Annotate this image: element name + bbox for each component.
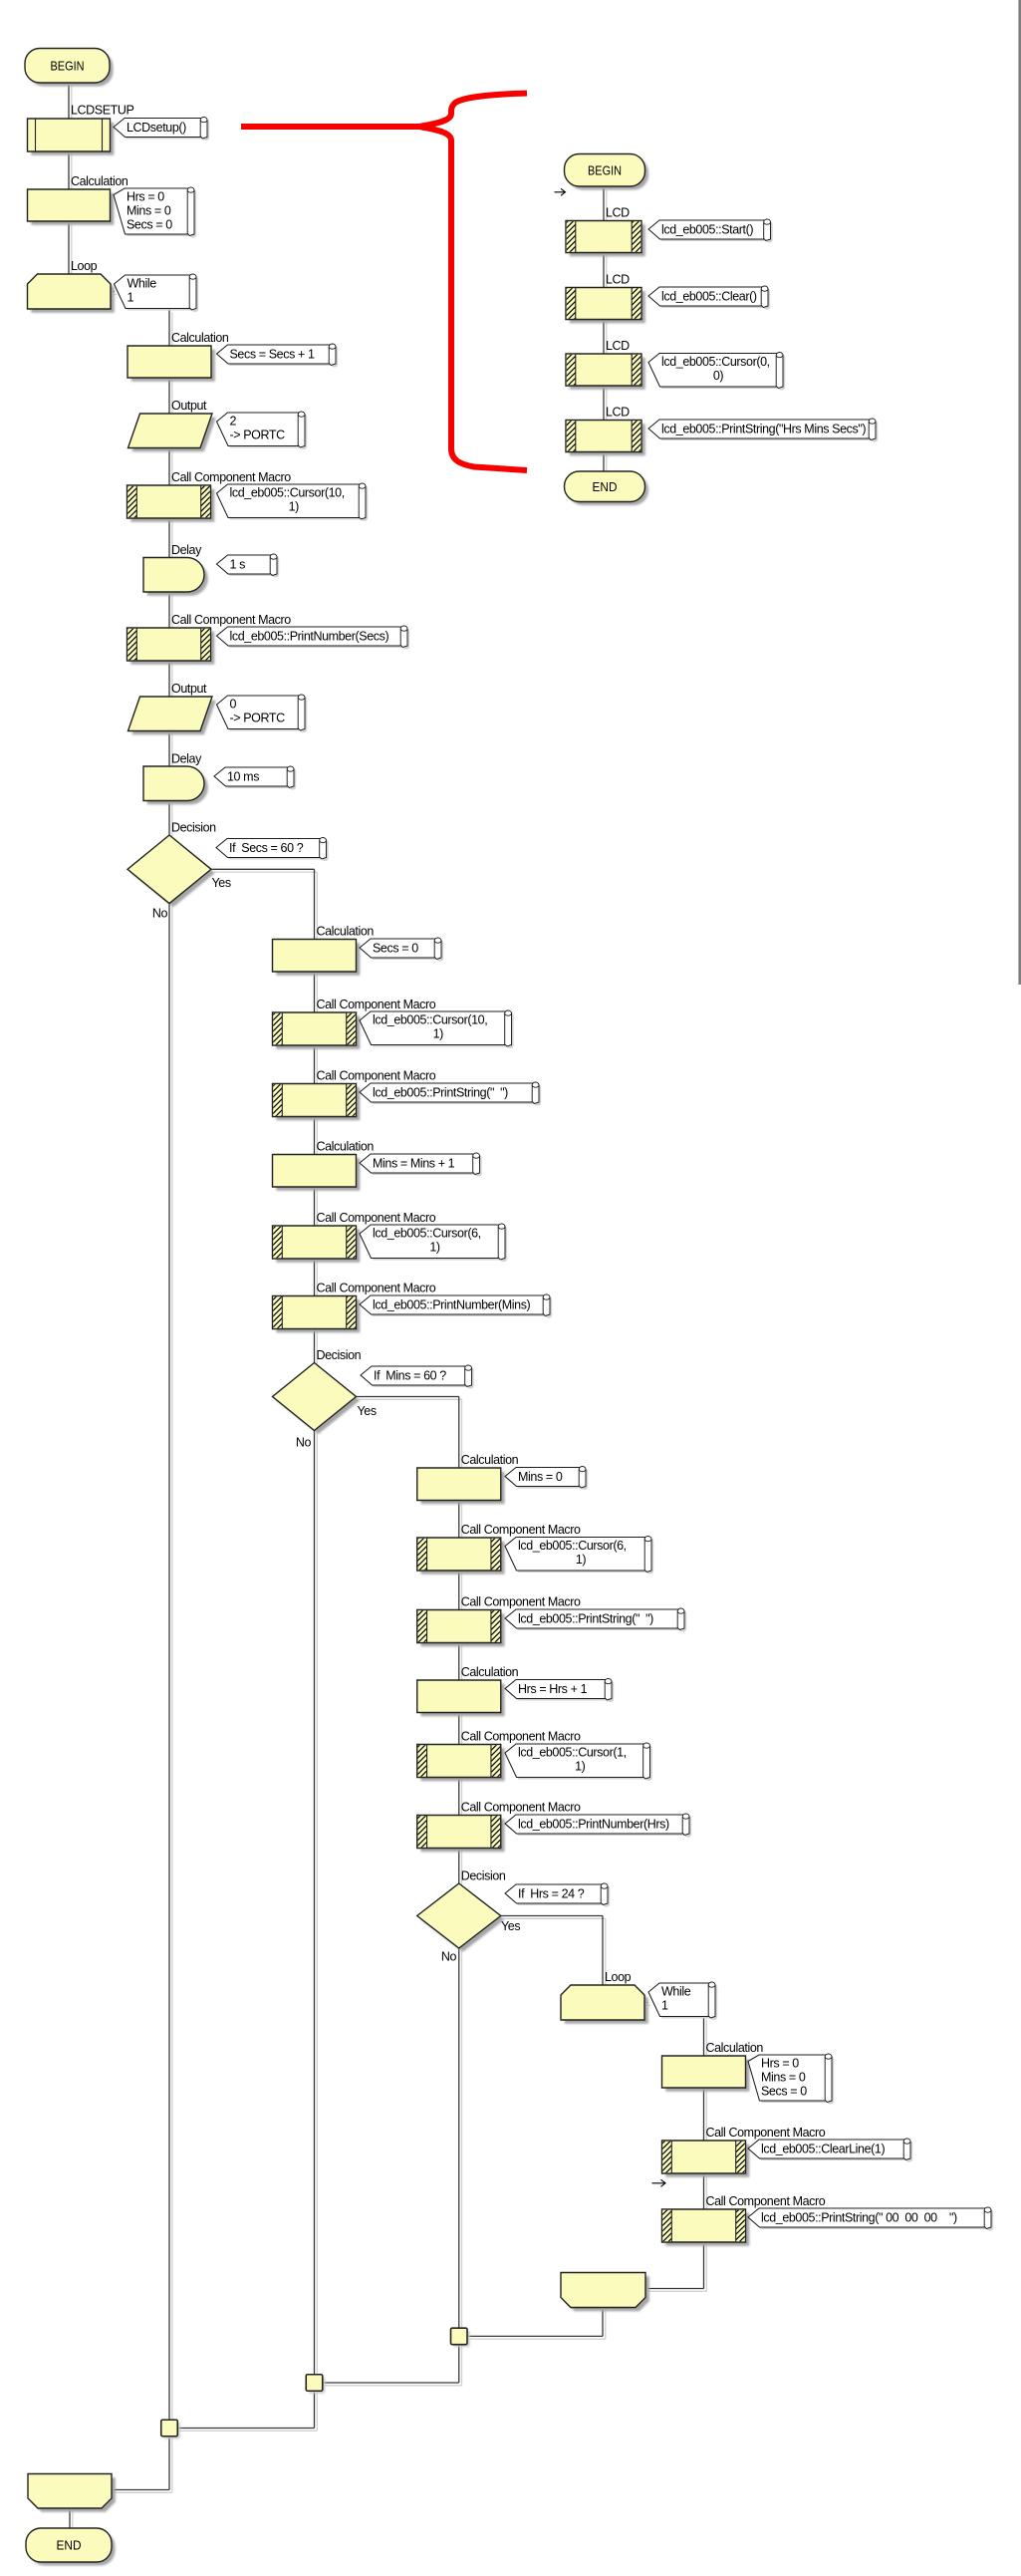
svg-text:Loop: Loop	[71, 259, 98, 273]
svg-text:Mins = 0: Mins = 0	[518, 1470, 563, 1484]
svg-text:lcd_eb005::Cursor(0,: lcd_eb005::Cursor(0,	[661, 355, 770, 369]
svg-text:No: No	[296, 1436, 312, 1450]
svg-text:If Mins = 60 ?: If Mins = 60 ?	[374, 1369, 446, 1383]
svg-text:Call Component Macro: Call Component Macro	[171, 613, 291, 627]
svg-text:Call Component Macro: Call Component Macro	[317, 1069, 436, 1083]
svg-text:If Hrs = 24 ?: If Hrs = 24 ?	[518, 1887, 585, 1901]
svg-text:0): 0)	[713, 369, 724, 383]
svg-text:Call Component Macro: Call Component Macro	[317, 998, 436, 1011]
svg-text:lcd_eb005::PrintString(" "): lcd_eb005::PrintString(" ")	[518, 1612, 653, 1626]
svg-text:Delay: Delay	[171, 543, 202, 557]
svg-text:BEGIN: BEGIN	[51, 58, 85, 73]
svg-text:lcd_eb005::Cursor(10,: lcd_eb005::Cursor(10,	[373, 1013, 487, 1027]
svg-text:lcd_eb005::Clear(): lcd_eb005::Clear()	[661, 290, 757, 304]
svg-text:Secs = 0: Secs = 0	[761, 2085, 807, 2099]
svg-text:Output: Output	[171, 399, 207, 413]
svg-text:0: 0	[230, 698, 237, 712]
svg-text:Decision: Decision	[317, 1348, 362, 1362]
svg-text:lcd_eb005::PrintString(" 00 0: lcd_eb005::PrintString(" 00 00 00 ")	[761, 2211, 957, 2225]
svg-text:lcd_eb005::PrintNumber(Mins): lcd_eb005::PrintNumber(Mins)	[373, 1298, 531, 1312]
svg-text:Decision: Decision	[171, 821, 216, 835]
svg-text:lcd_eb005::ClearLine(1): lcd_eb005::ClearLine(1)	[761, 2143, 885, 2156]
svg-text:Hrs = Hrs + 1: Hrs = Hrs + 1	[518, 1682, 588, 1696]
svg-text:lcd_eb005::PrintString("Hrs Mi: lcd_eb005::PrintString("Hrs Mins Secs")	[661, 423, 866, 436]
svg-text:Calculation: Calculation	[171, 331, 229, 345]
svg-text:Calculation: Calculation	[461, 1453, 519, 1467]
svg-text:Call Component Macro: Call Component Macro	[317, 1211, 436, 1225]
svg-text:lcd_eb005::Start(): lcd_eb005::Start()	[661, 223, 753, 237]
svg-text:LCD: LCD	[606, 206, 630, 220]
svg-text:Call Component Macro: Call Component Macro	[461, 1730, 581, 1744]
svg-text:LCDSETUP: LCDSETUP	[71, 104, 134, 118]
svg-text:No: No	[152, 907, 168, 921]
svg-text:Mins = 0: Mins = 0	[127, 204, 171, 218]
svg-text:lcd_eb005::PrintString(" "): lcd_eb005::PrintString(" ")	[373, 1086, 508, 1100]
svg-text:1 s: 1 s	[230, 558, 246, 572]
svg-text:-> PORTC: -> PORTC	[230, 429, 286, 442]
svg-text:LCDsetup(): LCDsetup()	[127, 121, 186, 135]
svg-text:Call Component Macro: Call Component Macro	[461, 1595, 581, 1609]
svg-text:lcd_eb005::PrintNumber(Hrs): lcd_eb005::PrintNumber(Hrs)	[518, 1818, 669, 1832]
svg-text:1): 1)	[429, 1241, 440, 1255]
svg-text:Delay: Delay	[171, 752, 202, 766]
svg-text:LCD: LCD	[606, 339, 630, 353]
svg-text:Mins = Mins + 1: Mins = Mins + 1	[373, 1157, 455, 1171]
svg-text:While: While	[661, 1985, 691, 1999]
svg-text:2: 2	[230, 415, 237, 429]
svg-text:Calculation: Calculation	[317, 1140, 375, 1154]
svg-text:Calculation: Calculation	[71, 174, 128, 188]
svg-text:LCD: LCD	[606, 406, 630, 420]
svg-text:Call Component Macro: Call Component Macro	[461, 1523, 581, 1537]
svg-text:10 ms: 10 ms	[227, 770, 259, 784]
svg-text:lcd_eb005::Cursor(1,: lcd_eb005::Cursor(1,	[518, 1746, 627, 1760]
svg-text:Mins = 0: Mins = 0	[761, 2071, 806, 2085]
svg-text:1: 1	[661, 1999, 668, 2013]
svg-text:No: No	[441, 1950, 457, 1964]
svg-text:Calculation: Calculation	[461, 1665, 519, 1679]
svg-text:1): 1)	[576, 1553, 587, 1567]
svg-text:Calculation: Calculation	[706, 2041, 764, 2055]
svg-text:Calculation: Calculation	[317, 925, 375, 939]
svg-text:If Secs = 60 ?: If Secs = 60 ?	[229, 841, 304, 855]
svg-text:Hrs = 0: Hrs = 0	[761, 2057, 799, 2071]
svg-text:Hrs = 0: Hrs = 0	[127, 190, 164, 204]
svg-text:Secs = Secs + 1: Secs = Secs + 1	[230, 348, 315, 362]
svg-text:Yes: Yes	[358, 1404, 377, 1418]
svg-text:1): 1)	[289, 500, 300, 514]
svg-text:Yes: Yes	[501, 1919, 520, 1933]
svg-text:While: While	[128, 277, 157, 291]
svg-text:Call Component Macro: Call Component Macro	[706, 2194, 826, 2208]
svg-text:LCD: LCD	[606, 273, 630, 287]
svg-text:Secs = 0: Secs = 0	[373, 942, 418, 956]
svg-text:Call Component Macro: Call Component Macro	[706, 2126, 826, 2140]
svg-text:Decision: Decision	[461, 1869, 506, 1883]
svg-text:Secs = 0: Secs = 0	[127, 218, 172, 232]
svg-text:-> PORTC: -> PORTC	[230, 712, 286, 725]
svg-text:1: 1	[128, 291, 134, 305]
svg-text:1): 1)	[433, 1027, 444, 1041]
svg-text:Output: Output	[171, 682, 207, 696]
svg-text:Loop: Loop	[605, 1970, 632, 1984]
svg-text:Call Component Macro: Call Component Macro	[461, 1801, 581, 1815]
svg-text:lcd_eb005::Cursor(6,: lcd_eb005::Cursor(6,	[373, 1227, 481, 1241]
svg-text:END: END	[57, 2538, 82, 2553]
svg-text:lcd_eb005::PrintNumber(Secs): lcd_eb005::PrintNumber(Secs)	[230, 630, 389, 644]
svg-text:1): 1)	[575, 1760, 586, 1774]
svg-text:lcd_eb005::Cursor(10,: lcd_eb005::Cursor(10,	[230, 486, 345, 500]
svg-text:Yes: Yes	[212, 876, 231, 890]
svg-text:lcd_eb005::Cursor(6,: lcd_eb005::Cursor(6,	[518, 1539, 627, 1553]
svg-text:Call Component Macro: Call Component Macro	[171, 470, 291, 484]
svg-text:BEGIN: BEGIN	[588, 162, 622, 177]
svg-text:Call Component Macro: Call Component Macro	[317, 1282, 436, 1295]
svg-text:END: END	[593, 479, 618, 494]
